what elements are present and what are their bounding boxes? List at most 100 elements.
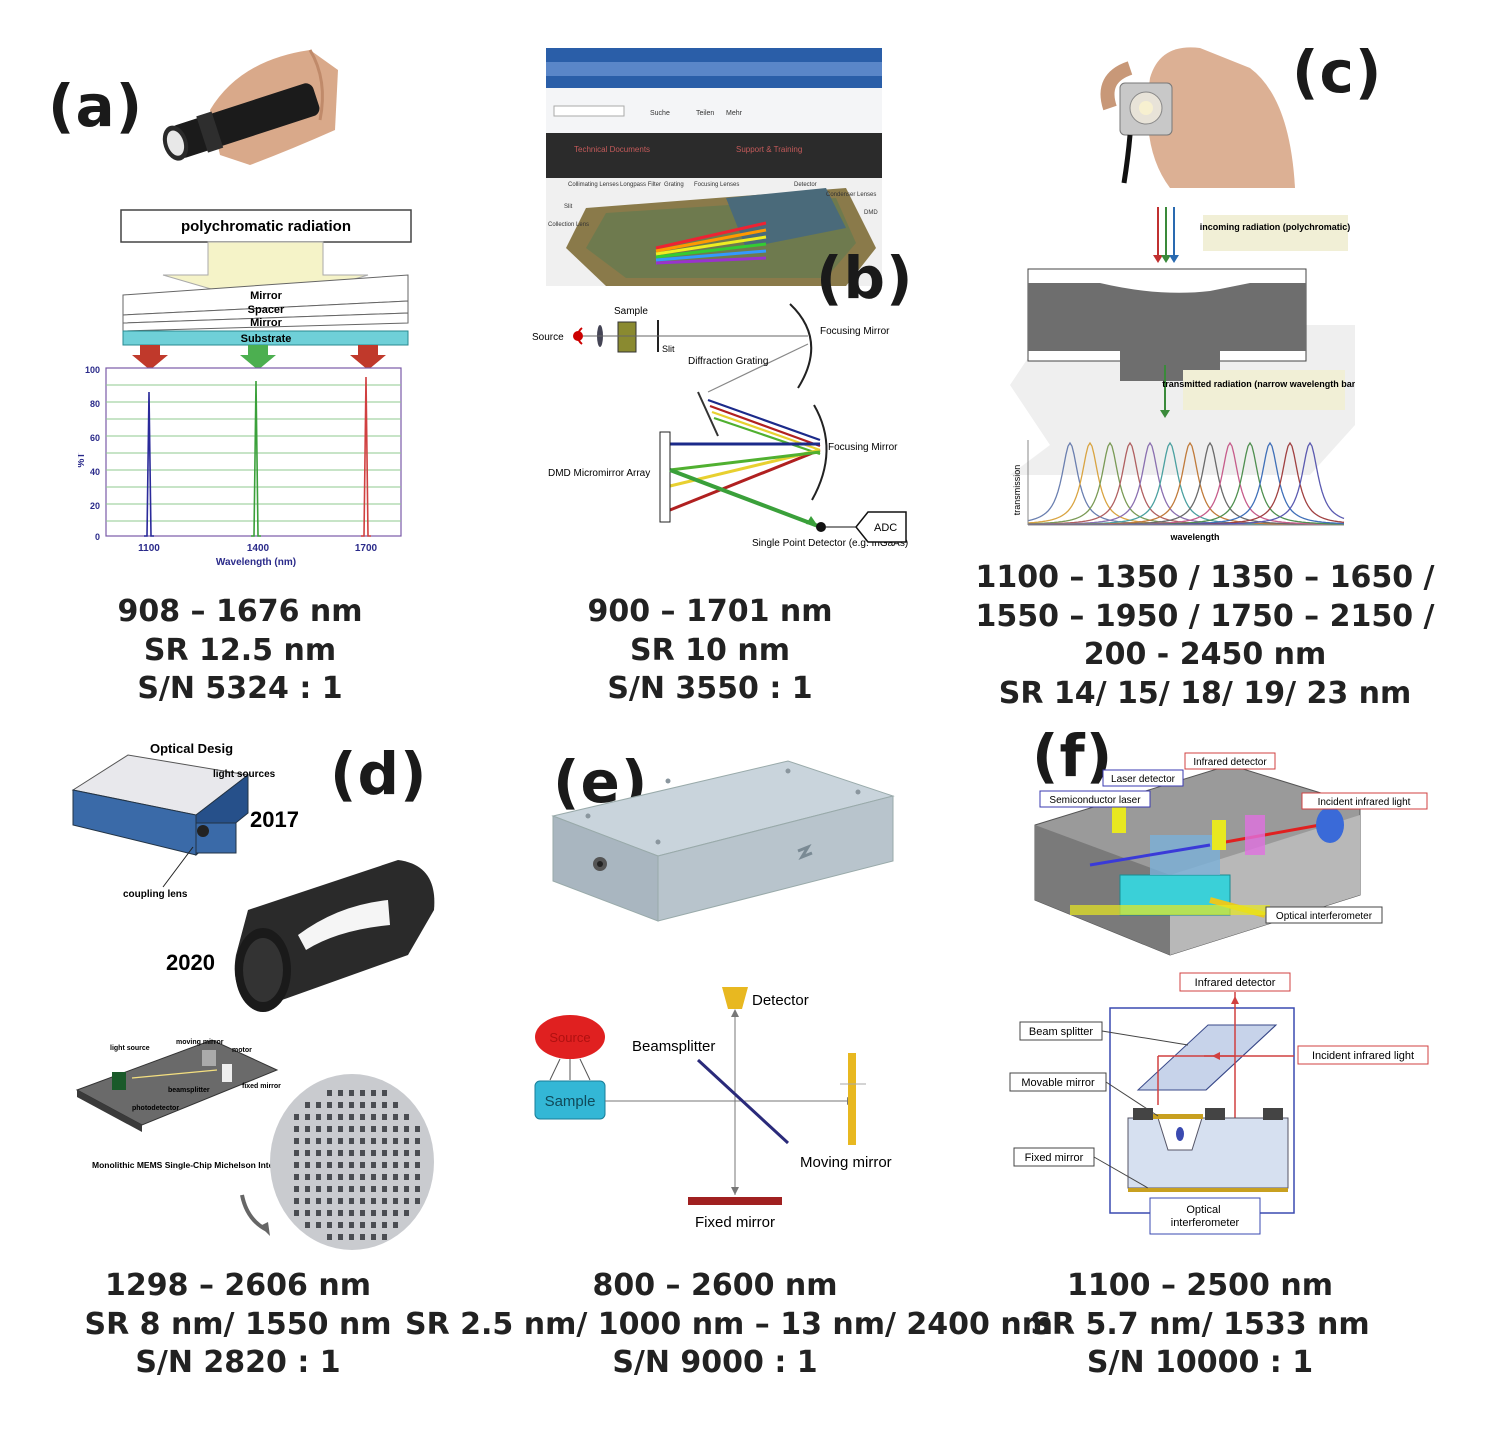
wafer-chip bbox=[415, 1186, 420, 1192]
wafer-chip bbox=[382, 1234, 387, 1240]
spec-snr: S/N 10000 : 1 bbox=[1086, 1345, 1314, 1380]
wafer-chip bbox=[294, 1186, 299, 1192]
e-moving-mirror-label: Moving mirror bbox=[800, 1154, 892, 1171]
wafer-chip bbox=[327, 1126, 332, 1132]
y-tick-20: 20 bbox=[90, 501, 100, 511]
wafer-chip bbox=[316, 1126, 321, 1132]
wafer-chip bbox=[371, 1174, 376, 1180]
wafer-chip bbox=[393, 1222, 398, 1228]
wafer-chip bbox=[371, 1090, 376, 1096]
bench-moving-mirror: moving mirror bbox=[176, 1039, 224, 1046]
wafer-chip bbox=[404, 1198, 409, 1204]
dmd-label: DMD Micromirror Array bbox=[548, 468, 650, 479]
panel-f-interferometer-diagram: Infrared detector Beam splitter Incident… bbox=[1009, 972, 1429, 1235]
wafer-chip bbox=[415, 1198, 420, 1204]
wafer-chip bbox=[305, 1150, 310, 1156]
wafer-chip bbox=[415, 1162, 420, 1168]
wafer-chip bbox=[393, 1102, 398, 1108]
spec-resolution: SR 2.5 nm/ 1000 nm – 13 nm/ 2400 nm bbox=[405, 1306, 1053, 1342]
y-tick-40: 40 bbox=[90, 467, 100, 477]
wafer-chip bbox=[294, 1210, 299, 1216]
wafer-chip bbox=[316, 1210, 321, 1216]
f-optical-interferometer-label: Optical interferometer bbox=[1171, 1204, 1240, 1229]
part-longpass: Longpass Filter bbox=[620, 182, 661, 188]
spec-range-line-3: 200 - 2450 nm bbox=[1083, 637, 1327, 672]
f-beam-splitter-label: Beam splitter bbox=[1029, 1026, 1094, 1038]
c-y-axis-label: transmission bbox=[1012, 465, 1022, 516]
wafer-chip bbox=[371, 1114, 376, 1120]
wafer-chip bbox=[404, 1126, 409, 1132]
f-infrared-detector-label: Infrared detector bbox=[1195, 977, 1276, 989]
wafer-chip bbox=[305, 1186, 310, 1192]
toolbar-search: Suche bbox=[650, 110, 670, 117]
bench-fixed-mirror: fixed mirror bbox=[242, 1083, 281, 1090]
wafer-chip bbox=[360, 1090, 365, 1096]
incoming-radiation-label: incoming radiation (polychromatic) bbox=[1200, 222, 1351, 232]
wafer-chip bbox=[404, 1114, 409, 1120]
wafer-chip bbox=[305, 1114, 310, 1120]
wafer-chip bbox=[371, 1210, 376, 1216]
wafer-chip bbox=[371, 1138, 376, 1144]
panel-a-label: (a) bbox=[48, 72, 144, 140]
wafer-chip bbox=[393, 1138, 398, 1144]
spec-resolution: SR 10 nm bbox=[630, 632, 790, 668]
spec-snr: S/N 9000 : 1 bbox=[612, 1345, 818, 1380]
wafer-chip bbox=[382, 1102, 387, 1108]
wafer-chip bbox=[382, 1114, 387, 1120]
diffraction-grating-label: Diffraction Grating bbox=[688, 356, 768, 367]
part-slit: Slit bbox=[564, 204, 573, 210]
bench-motor: motor bbox=[232, 1047, 252, 1054]
wafer-chip bbox=[294, 1150, 299, 1156]
e-fixed-mirror-label: Fixed mirror bbox=[695, 1214, 775, 1231]
f-top-infrared-detector: Infrared detector bbox=[1193, 757, 1267, 768]
wafer-chip bbox=[382, 1210, 387, 1216]
panel-d-specs: 1298 – 2606 nm SR 8 nm/ 1550 nm S/N 2820… bbox=[68, 1267, 408, 1383]
year-2017: 2017 bbox=[250, 807, 299, 832]
wafer-chip bbox=[338, 1114, 343, 1120]
y-tick-0: 0 bbox=[95, 532, 100, 542]
wafer-chip bbox=[393, 1174, 398, 1180]
spec-resolution: SR 8 nm/ 1550 nm bbox=[84, 1306, 392, 1342]
panel-c-label: (c) bbox=[1292, 38, 1383, 106]
wafer-chip bbox=[360, 1126, 365, 1132]
f-top-incident-light: Incident infrared light bbox=[1318, 797, 1411, 808]
c-x-axis-label: wavelength bbox=[1169, 532, 1219, 542]
part-condenser: Condenser Lenses bbox=[826, 192, 876, 198]
e-source-label: Source bbox=[549, 1030, 590, 1045]
wafer-chip bbox=[316, 1138, 321, 1144]
wafer-chip bbox=[294, 1198, 299, 1204]
wafer-chip bbox=[338, 1198, 343, 1204]
wafer-chip bbox=[349, 1174, 354, 1180]
mems-caption: Monolithic MEMS Single-Chip Michelson In… bbox=[92, 1160, 317, 1170]
wafer-chip bbox=[327, 1198, 332, 1204]
wafer-chip bbox=[404, 1162, 409, 1168]
wafer-chip bbox=[382, 1138, 387, 1144]
wafer-chip bbox=[360, 1162, 365, 1168]
toolbar-more: Mehr bbox=[726, 110, 743, 117]
f-top-laser-detector: Laser detector bbox=[1111, 774, 1176, 785]
panel-d-device-diagram: Optical Desig light sources coupling len… bbox=[71, 741, 435, 1012]
wafer-chip bbox=[371, 1126, 376, 1132]
panel-c-filter-diagram: incoming radiation (polychromatic) trans… bbox=[1010, 207, 1355, 542]
y-tick-60: 60 bbox=[90, 433, 100, 443]
wafer-chip bbox=[349, 1150, 354, 1156]
wafer-chip bbox=[349, 1234, 354, 1240]
part-grating: Grating bbox=[664, 182, 684, 188]
wafer-chip bbox=[349, 1114, 354, 1120]
wafer-chip bbox=[338, 1234, 343, 1240]
wafer-chip bbox=[415, 1150, 420, 1156]
spec-snr: S/N 5324 : 1 bbox=[137, 671, 343, 706]
panel-a-specs: 908 – 1676 nm SR 12.5 nm S/N 5324 : 1 bbox=[70, 593, 410, 709]
slit-label: Slit bbox=[662, 344, 675, 354]
spec-resolution: SR 12.5 nm bbox=[143, 632, 337, 668]
wafer-chip bbox=[349, 1126, 354, 1132]
detector-label: Single Point Detector (e.g. InGaAs) bbox=[752, 538, 908, 549]
wafer-chip bbox=[404, 1210, 409, 1216]
adc-label: ADC bbox=[874, 522, 897, 534]
wafer-chip bbox=[294, 1162, 299, 1168]
wafer-chip bbox=[327, 1186, 332, 1192]
panel-b-web-screenshot: Suche Teilen Mehr Technical Documents Su… bbox=[546, 48, 882, 286]
wafer-chip bbox=[415, 1138, 420, 1144]
panel-d-mems-bench: light source moving mirror motor fixed m… bbox=[75, 1039, 434, 1250]
wafer-chip bbox=[360, 1198, 365, 1204]
